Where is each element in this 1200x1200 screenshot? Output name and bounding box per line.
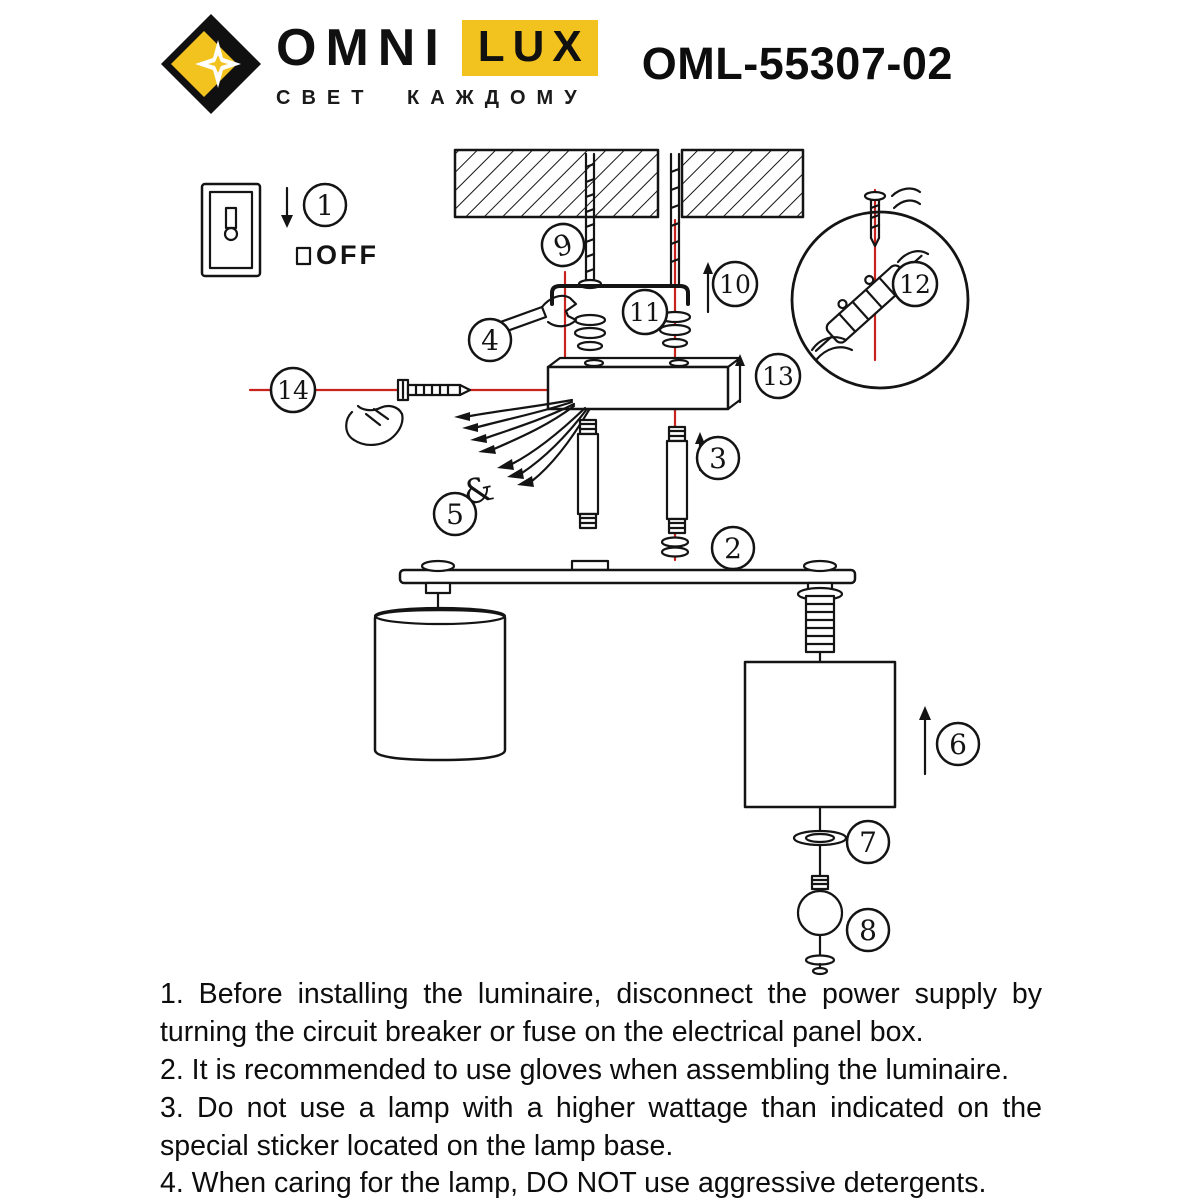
callout-10: 10 bbox=[711, 260, 759, 308]
svg-text:8: 8 bbox=[859, 914, 877, 947]
rod-right bbox=[665, 425, 705, 535]
fixture-bar bbox=[398, 559, 857, 585]
canopy-plate bbox=[546, 356, 742, 411]
ceiling-hatched bbox=[453, 148, 805, 219]
callout-14: 14 bbox=[269, 366, 317, 414]
assembly-diagram-svg: & bbox=[200, 148, 981, 976]
right-shade-assembly bbox=[743, 559, 897, 976]
brand-lux: LUX bbox=[461, 20, 598, 76]
instruction-item-3: 3. Do not use a lamp with a higher watta… bbox=[160, 1091, 1042, 1162]
washers-left bbox=[573, 313, 607, 352]
callout-2: 2 bbox=[710, 525, 756, 571]
svg-text:13: 13 bbox=[762, 362, 794, 391]
callout-6: 6 bbox=[935, 721, 981, 767]
callout-11: 11 bbox=[621, 288, 669, 336]
instruction-item-4: 4. When caring for the lamp, DO NOT use … bbox=[160, 1167, 987, 1200]
logo-text: OMNI LUX СВЕТ КАЖДОМУ bbox=[276, 18, 598, 110]
svg-text:6: 6 bbox=[949, 728, 967, 761]
left-shade-assembly bbox=[373, 559, 507, 762]
canopy-wires bbox=[454, 398, 591, 487]
hand-with-screw bbox=[345, 378, 472, 446]
arrow-up-13 bbox=[735, 354, 745, 404]
brand-omni: OMNI bbox=[276, 19, 448, 77]
svg-text:10: 10 bbox=[719, 270, 751, 299]
arrow-up-6 bbox=[919, 706, 931, 776]
svg-text:12: 12 bbox=[899, 270, 931, 299]
svg-text:2: 2 bbox=[724, 532, 742, 565]
logo-diamond-icon bbox=[161, 14, 261, 114]
instruction-item-2: 2. It is recommended to use gloves when … bbox=[160, 1053, 1010, 1086]
model-number: OML-55307-02 bbox=[641, 38, 953, 89]
washers-right bbox=[658, 310, 692, 349]
svg-text:7: 7 bbox=[859, 826, 877, 859]
brand-row: OMNI LUX bbox=[276, 18, 598, 78]
header: OMNI LUX СВЕТ КАЖДОМУ OML-55307-02 bbox=[0, 10, 1200, 118]
terminal-screw bbox=[863, 187, 922, 248]
brand-tagline: СВЕТ КАЖДОМУ bbox=[276, 87, 588, 109]
svg-text:3: 3 bbox=[709, 442, 727, 475]
callout-13: 13 bbox=[754, 352, 802, 400]
assembly-diagram: & bbox=[0, 112, 1200, 978]
callout-4: 4 bbox=[467, 317, 513, 363]
svg-text:14: 14 bbox=[277, 376, 309, 405]
svg-text:11: 11 bbox=[629, 298, 661, 327]
callout-9: 9 bbox=[540, 222, 586, 268]
callout-7: 7 bbox=[845, 819, 891, 865]
mounting-bracket bbox=[550, 284, 690, 306]
omnilux-logo: OMNI LUX СВЕТ КАЖДОМУ bbox=[158, 11, 598, 117]
callout-3: 3 bbox=[695, 435, 741, 481]
instructions: 1. Before installing the luminaire, disc… bbox=[160, 976, 1042, 1200]
wall-switch bbox=[200, 182, 312, 278]
callout-12: 12 bbox=[891, 260, 939, 308]
lock-nut bbox=[660, 536, 690, 558]
off-label: OFF bbox=[316, 240, 379, 270]
ceiling-stud bbox=[669, 152, 713, 314]
callout-5: 5 bbox=[432, 491, 478, 537]
callout-1: 1 bbox=[302, 182, 348, 228]
svg-text:1: 1 bbox=[316, 189, 334, 222]
svg-text:4: 4 bbox=[481, 324, 499, 357]
rod-left bbox=[576, 418, 600, 530]
instruction-item-1: 1. Before installing the luminaire, disc… bbox=[160, 978, 1042, 1048]
svg-text:5: 5 bbox=[446, 498, 464, 531]
callout-8: 8 bbox=[845, 907, 891, 953]
